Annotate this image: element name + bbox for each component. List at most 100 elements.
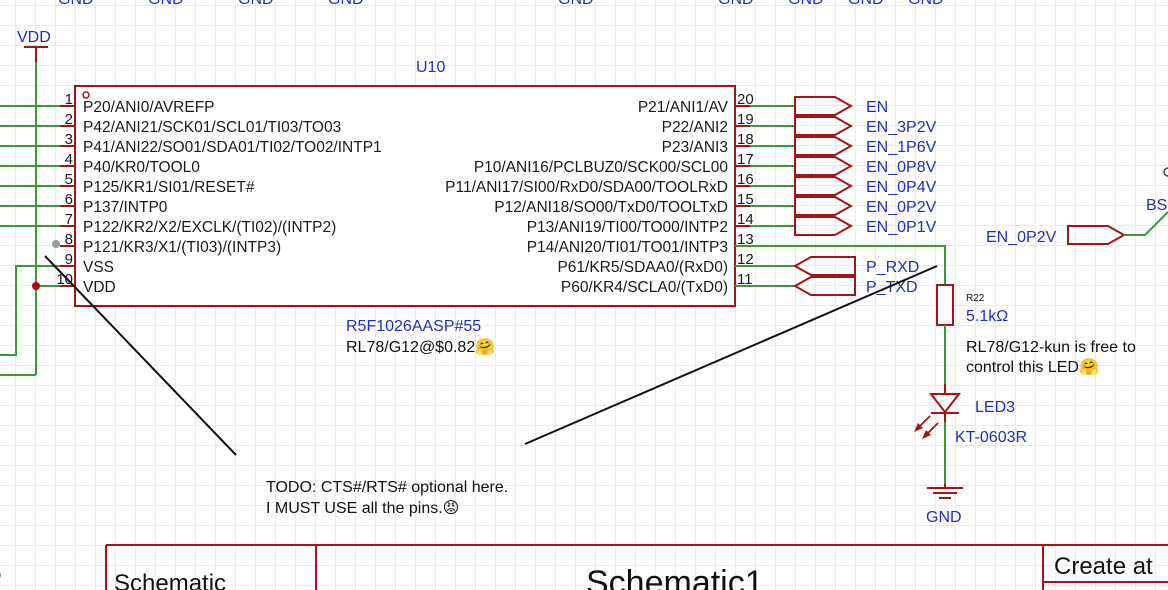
right-pin-number: 19 [737,111,754,128]
en-0p2v-bs-branch: EN_0P2V BS [986,167,1168,246]
right-pin-name: P14/ANI20/TI01/TO01/INTP3 [527,239,728,256]
net-flag[interactable] [794,216,854,236]
net-label: EN_0P4V [866,179,937,196]
left-pin-number: 9 [65,251,73,268]
left-pin-number: 4 [65,151,73,168]
right-pin-name: P11/ANI17/SI00/RxD0/SDA00/TOOLRxD [445,179,728,196]
vdd-label: VDD [17,29,51,46]
resistor-r22[interactable] [936,284,954,326]
gnd-label: GND [788,0,824,8]
ic-part-number: R5F1026AASP#55 [346,318,481,335]
right-pin-name: P22/ANI2 [662,119,728,136]
resistor-designator: R22 [966,293,985,304]
pin1-marker [82,91,90,99]
left-wires [0,62,60,376]
en-net-labels: EN EN_3P2V EN_1P6V EN_0P8V EN_0P4V EN_0P2V EN_… [750,96,937,236]
left-pin-name: P121/KR3/X1/(TI03)/(INTP3) [83,239,281,256]
net-label: EN_3P2V [866,119,937,136]
gnd-label: GND [558,0,594,8]
title-block-left: Schematic [114,570,226,590]
annotation-line-right [524,265,938,445]
led-circuit: R22 5.1kΩ LED3 KT-0603R GND [735,245,1027,526]
todo-note-line2: I MUST USE all the pins.😡 [266,500,459,517]
gnd-label: GND [148,0,184,8]
led3-symbol[interactable] [914,384,962,439]
right-pin-name: P12/ANI18/SO00/TxD0/TOOLTxD [494,199,728,216]
left-pin-name: VSS [83,259,114,276]
right-pin-number: 13 [737,231,754,248]
net-flag[interactable] [794,156,854,176]
net-label: EN_0P2V [866,199,937,216]
net-flag[interactable] [794,136,854,156]
net-flag[interactable] [794,196,854,216]
left-pin-name: P41/ANI22/SO01/SDA01/TI02/TO02/INTP1 [83,139,382,156]
ic-body [74,85,736,307]
ic-designator: U10 [416,59,445,76]
led-designator: LED3 [975,399,1015,416]
left-pin-name: VDD [83,279,116,296]
net-flag[interactable] [794,176,854,196]
uart-net-labels: P_RXD P_TXD [735,256,919,296]
junction-dot [32,282,40,290]
p-txd-flag[interactable] [792,276,856,296]
title-block: Schematic Schematic1 Create at [105,544,1168,590]
title-block-right: Create at [1054,553,1153,580]
left-pin-name: P42/ANI21/SCK01/SCL01/TI03/TO03 [83,119,341,136]
todo-note-line1: TODO: CTS#/RTS# optional here. [266,479,508,496]
ic-right-pins: 20P21/ANI1/AV19P22/ANI218P23/ANI317P10/A… [445,91,754,296]
led-part: KT-0603R [955,429,1027,446]
ic-description: RL78/G12@$0.82🤗 [346,338,495,356]
net-flag[interactable] [794,116,854,136]
gnd-label: GND [58,0,94,8]
gnd-label: GND [848,0,884,8]
annotation-line-left [44,255,237,456]
gnd-symbol[interactable] [927,484,963,499]
title-block-center: Schematic1 [586,564,764,590]
right-pin-name: P21/ANI1/AV [638,99,729,116]
net-label: EN_0P1V [866,219,937,236]
right-pin-number: 15 [737,191,754,208]
bs-label: BS [1146,197,1167,214]
left-pin-number: 6 [65,191,73,208]
en-0p2v-label: EN_0P2V [986,229,1057,246]
resistor-value: 5.1kΩ [966,308,1008,325]
left-pin-number: 7 [65,211,73,228]
right-pin-name: P10/ANI16/PCLBUZ0/SCK00/SCL00 [474,159,729,176]
right-pin-name: P60/KR4/SCLA0/(TxD0) [561,279,728,296]
left-pin-number: 2 [65,111,73,128]
net-flag[interactable] [794,96,854,116]
left-pin-name: P125/KR1/SI01/RESET# [83,179,255,196]
vdd-power-symbol[interactable]: VDD [17,29,51,62]
left-pin-number: 5 [65,171,73,188]
right-pin-number: 20 [737,91,754,108]
p-rxd-flag[interactable] [792,256,856,276]
top-gnd-labels: GND GND GND GND GND GND GND GND GND [58,0,944,8]
gnd-label: GND [908,0,944,8]
right-pin-number: 16 [737,171,754,188]
right-pin-name: P23/ANI3 [662,139,728,156]
right-pin-number: 12 [737,251,754,268]
left-pin-number: 8 [65,231,73,248]
gnd-label: GND [328,0,364,8]
led-note-line2: control this LED🤗 [966,358,1099,376]
left-pin-name: P20/ANI0/AVREFP [83,99,215,116]
led-note-line1: RL78/G12-kun is free to [966,339,1136,356]
net-label: EN_0P8V [866,159,937,176]
net-label: EN [866,99,888,116]
left-pin-name: P40/KR0/TOOL0 [83,159,200,176]
p-rxd-label: P_RXD [866,259,919,276]
right-pin-number: 11 [737,271,753,288]
left-pin-name: P122/KR2/X2/EXCLK/(TI02)/(INTP2) [83,219,336,236]
no-connect-marker [52,240,60,248]
en-0p2v-flag[interactable] [1067,225,1127,245]
gnd-label: GND [718,0,754,8]
net-label: EN_1P6V [866,139,937,156]
left-pin-name: P137/INTP0 [83,199,168,216]
left-pin-number: 10 [56,271,73,288]
right-pin-name: P13/ANI19/TI00/TO00/INTP2 [527,219,728,236]
left-pin-number: 3 [65,131,73,148]
right-pin-name: P61/KR5/SDAA0/(RxD0) [557,259,728,276]
